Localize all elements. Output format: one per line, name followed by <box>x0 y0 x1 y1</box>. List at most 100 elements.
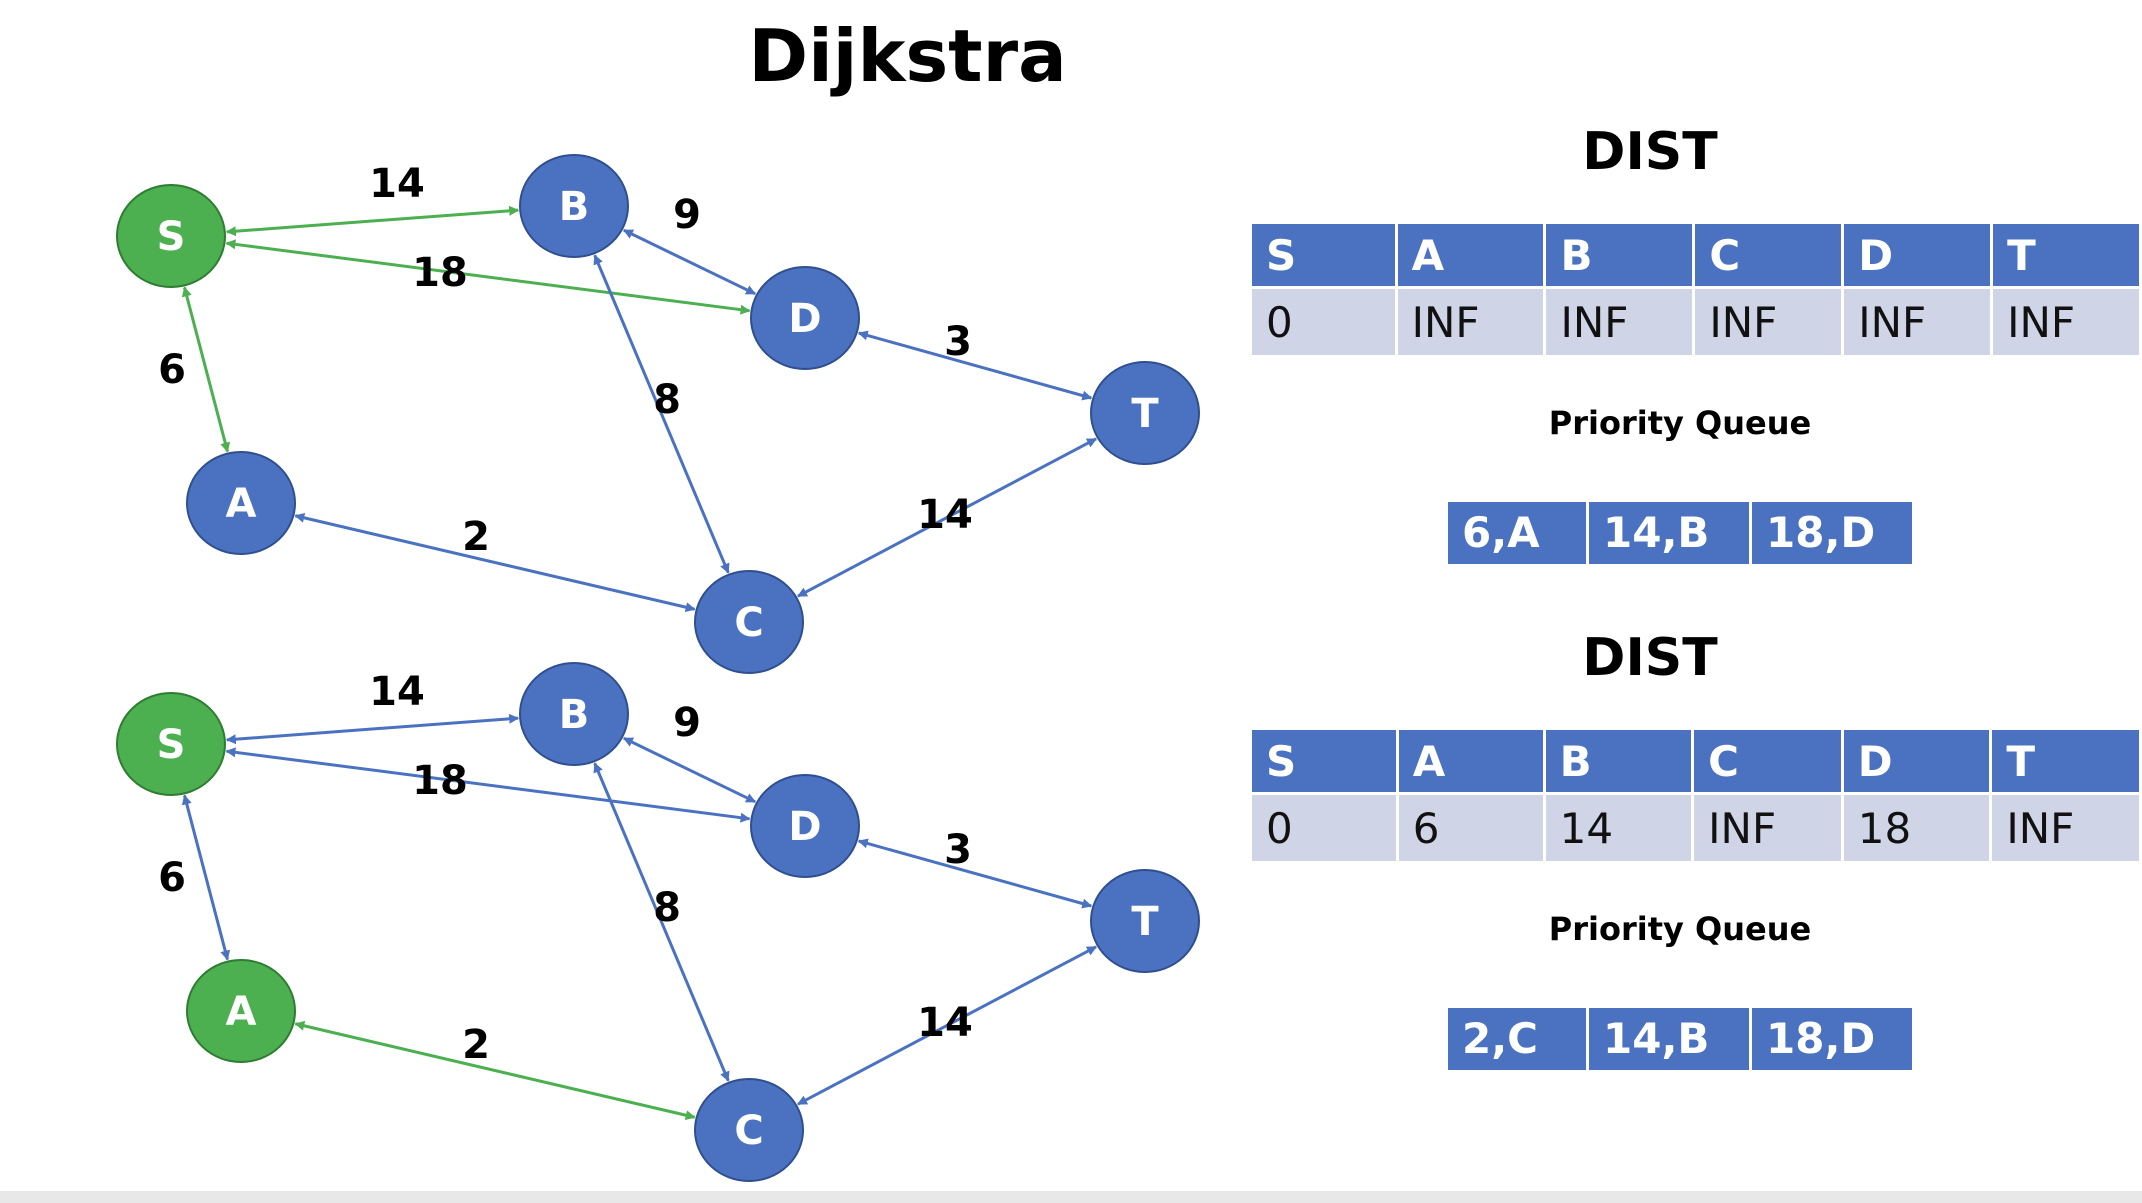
dist-header-cell: T <box>1993 224 2142 289</box>
edge-weight-label: 14 <box>917 1000 973 1046</box>
node-S <box>116 692 226 796</box>
edge-weight-label: 14 <box>369 161 425 207</box>
node-label: B <box>559 184 590 230</box>
dist-header-cell: S <box>1252 224 1398 289</box>
dist-value-cell: 0 <box>1252 795 1399 864</box>
node-label: D <box>788 804 821 850</box>
node-D <box>750 774 860 878</box>
edge-A-C <box>294 512 696 613</box>
priority-queue-item: 14,B <box>1589 502 1752 564</box>
node-label: S <box>157 214 186 260</box>
dist-header-cell: A <box>1397 224 1547 289</box>
edge-weight-label: 2 <box>462 1022 490 1068</box>
node-label: D <box>788 296 821 342</box>
edge-D-T <box>857 838 1093 909</box>
dist-header-cell: C <box>1695 224 1845 289</box>
footer-bar <box>0 1191 2142 1203</box>
node-label: A <box>226 481 257 527</box>
edge-B-C <box>593 254 730 574</box>
dist-value-cell: 18 <box>1843 795 1993 864</box>
priority-queue-title: Priority Queue <box>1548 404 1812 442</box>
dist-value-cell: INF <box>1397 289 1547 358</box>
priority-queue-item: 14,B <box>1589 1008 1752 1070</box>
node-A <box>186 959 296 1063</box>
dist-value-cell: INF <box>1993 289 2142 358</box>
edge-C-T <box>797 437 1097 598</box>
dist-table: S A B C D T 0 6 14 INF 18 INF <box>1252 730 2142 864</box>
dist-value-cell: INF <box>1844 289 1994 358</box>
edge-B-C <box>593 762 730 1082</box>
node-label: A <box>226 989 257 1035</box>
dist-header-cell: D <box>1843 730 1993 795</box>
priority-queue-item: 2,C <box>1448 1008 1589 1070</box>
edge-weight-label: 9 <box>673 192 701 238</box>
node-A <box>186 451 296 555</box>
dist-value-cell: 0 <box>1252 289 1398 358</box>
dist-value-cell: INF <box>1695 289 1845 358</box>
dist-header-cell: B <box>1545 730 1695 795</box>
dist-value-cell: 6 <box>1398 795 1546 864</box>
edge-weight-label: 3 <box>944 827 972 873</box>
node-label: T <box>1131 899 1159 945</box>
dist-value-cell: 14 <box>1545 795 1695 864</box>
edge-weight-label: 8 <box>653 377 681 423</box>
node-label: S <box>157 722 186 768</box>
edge-D-T <box>857 330 1093 401</box>
priority-queue-item: 6,A <box>1448 502 1589 564</box>
dist-title: DIST <box>1582 122 1718 182</box>
node-D <box>750 266 860 370</box>
edge-S-B <box>225 713 520 745</box>
node-T <box>1090 869 1200 973</box>
edge-weight-label: 14 <box>917 492 973 538</box>
page-title: Dijkstra <box>748 14 1067 98</box>
node-B <box>519 662 629 766</box>
node-S <box>116 184 226 288</box>
dist-header-cell: A <box>1398 730 1546 795</box>
priority-queue: 6,A 14,B 18,D <box>1448 502 1912 564</box>
node-label: C <box>734 1108 763 1154</box>
dist-header-row: S A B C D T <box>1252 730 2142 795</box>
dist-value-cell: INF <box>1546 289 1696 358</box>
dist-value-row: 0 6 14 INF 18 INF <box>1252 795 2142 864</box>
edge-weight-label: 3 <box>944 319 972 365</box>
edge-weight-label: 18 <box>412 250 468 296</box>
dist-header-cell: D <box>1844 224 1994 289</box>
edge-C-T <box>797 945 1097 1106</box>
dist-value-cell: INF <box>1694 795 1844 864</box>
edge-A-C <box>294 1020 696 1121</box>
node-label: T <box>1131 391 1159 437</box>
edge-S-B <box>225 205 520 237</box>
priority-queue-title: Priority Queue <box>1548 910 1812 948</box>
dist-table: S A B C D T 0 INF INF INF INF INF <box>1252 224 2142 358</box>
priority-queue: 2,C 14,B 18,D <box>1448 1008 1912 1070</box>
node-label: B <box>559 692 590 738</box>
node-B <box>519 154 629 258</box>
edge-weight-label: 2 <box>462 514 490 560</box>
node-C <box>694 1078 804 1182</box>
edge-weight-label: 14 <box>369 669 425 715</box>
dist-value-row: 0 INF INF INF INF INF <box>1252 289 2142 358</box>
dist-value-cell: INF <box>1992 795 2142 864</box>
dist-title: DIST <box>1582 628 1718 688</box>
dist-header-cell: B <box>1546 224 1696 289</box>
node-T <box>1090 361 1200 465</box>
edge-weight-label: 9 <box>673 700 701 746</box>
priority-queue-item: 18,D <box>1752 502 1912 564</box>
dist-header-cell: T <box>1992 730 2142 795</box>
dist-header-cell: C <box>1694 730 1844 795</box>
edge-weight-label: 6 <box>158 855 186 901</box>
edge-weight-label: 8 <box>653 885 681 931</box>
dist-header-row: S A B C D T <box>1252 224 2142 289</box>
dist-header-cell: S <box>1252 730 1399 795</box>
edge-S-A <box>181 794 231 961</box>
edge-B-D <box>622 228 757 296</box>
edge-S-A <box>181 286 231 453</box>
priority-queue-item: 18,D <box>1752 1008 1912 1070</box>
edge-weight-label: 6 <box>158 347 186 393</box>
node-C <box>694 570 804 674</box>
node-label: C <box>734 600 763 646</box>
edge-weight-label: 18 <box>412 758 468 804</box>
